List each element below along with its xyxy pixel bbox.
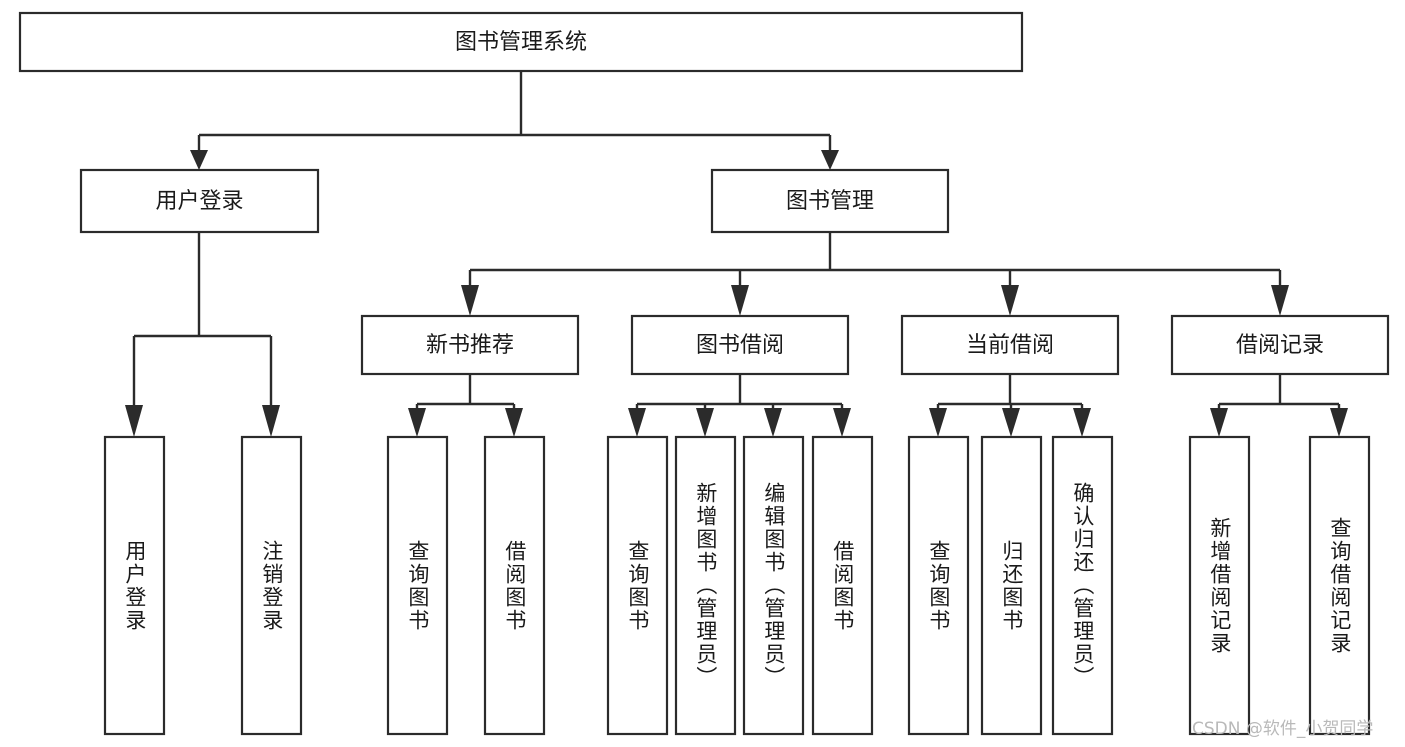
arrow-to-leaf-user-logout: [262, 405, 280, 437]
node-label-user-login: 用户登录: [155, 189, 243, 214]
node-box-leaf-query-book-3[interactable]: [907, 435, 970, 736]
node-label-current-borrow: 当前借阅: [966, 333, 1054, 358]
arrow-to-leaf-edit-book: [764, 408, 782, 437]
node-box-book-manage[interactable]: [710, 168, 950, 234]
arrow-to-current-borrow: [1001, 285, 1019, 316]
node-label-leaf-query-record: 查询借阅记录: [1327, 516, 1352, 655]
node-label-leaf-user-login: 用户登录: [122, 539, 147, 632]
node-box-borrow-record[interactable]: [1170, 314, 1390, 376]
node-box-leaf-user-login[interactable]: [103, 435, 166, 736]
node-box-leaf-query-record[interactable]: [1308, 435, 1371, 736]
node-boxes-layer: [18, 11, 1390, 736]
node-box-user-login[interactable]: [79, 168, 320, 234]
arrow-to-leaf-add-record: [1210, 408, 1228, 437]
node-label-book-borrow: 图书借阅: [696, 333, 784, 358]
node-label-leaf-borrow-book-2: 借阅图书: [830, 539, 855, 632]
node-box-leaf-return-book[interactable]: [980, 435, 1043, 736]
arrow-to-new-book-recommend: [461, 285, 479, 316]
arrow-to-leaf-query-book-2: [628, 408, 646, 437]
node-label-new-book-recommend: 新书推荐: [426, 333, 514, 358]
node-box-current-borrow[interactable]: [900, 314, 1120, 376]
arrow-to-book-borrow: [731, 285, 749, 316]
arrow-to-leaf-query-book-3: [929, 408, 947, 437]
node-label-borrow-record: 借阅记录: [1236, 333, 1324, 358]
node-label-leaf-borrow-book-1: 借阅图书: [502, 539, 527, 632]
node-box-root[interactable]: [18, 11, 1024, 73]
node-box-leaf-add-book[interactable]: [674, 435, 737, 736]
arrow-to-user-login: [190, 150, 208, 170]
csdn-watermark: CSDN @软件_小贺同学: [1192, 719, 1374, 739]
node-box-leaf-add-record[interactable]: [1188, 435, 1251, 736]
arrow-heads: [125, 150, 1348, 437]
node-box-leaf-edit-book[interactable]: [742, 435, 805, 736]
node-label-leaf-add-book: 新增图书（管理员）: [693, 482, 718, 689]
arrow-to-leaf-borrow-book-1: [505, 408, 523, 437]
node-label-leaf-confirm-return: 确认归还（管理员）: [1070, 482, 1095, 689]
node-box-new-book-recommend[interactable]: [360, 314, 580, 376]
arrow-to-leaf-query-book-1: [408, 408, 426, 437]
node-label-leaf-query-book-2: 查询图书: [625, 539, 650, 632]
node-box-leaf-borrow-book-2[interactable]: [811, 435, 874, 736]
node-box-leaf-query-book-2[interactable]: [606, 435, 669, 736]
arrow-to-leaf-confirm-return: [1073, 408, 1091, 437]
arrow-to-borrow-record: [1271, 285, 1289, 316]
node-box-leaf-user-logout[interactable]: [240, 435, 303, 736]
node-label-leaf-return-book: 归还图书: [999, 539, 1024, 632]
node-box-book-borrow[interactable]: [630, 314, 850, 376]
node-label-leaf-query-book-1: 查询图书: [405, 539, 430, 632]
node-box-leaf-query-book-1[interactable]: [386, 435, 449, 736]
node-label-leaf-edit-book: 编辑图书（管理员）: [761, 482, 786, 689]
node-label-leaf-add-record: 新增借阅记录: [1207, 516, 1232, 655]
node-label-book-manage: 图书管理: [786, 189, 874, 214]
arrow-to-leaf-user-login: [125, 405, 143, 437]
arrow-to-leaf-borrow-book-2: [833, 408, 851, 437]
node-box-leaf-confirm-return[interactable]: [1051, 435, 1114, 736]
arrow-to-leaf-add-book: [696, 408, 714, 437]
arrow-to-leaf-query-record: [1330, 408, 1348, 437]
node-box-leaf-borrow-book-1[interactable]: [483, 435, 546, 736]
arrow-to-book-manage: [821, 150, 839, 170]
node-label-root: 图书管理系统: [455, 30, 587, 55]
node-label-leaf-query-book-3: 查询图书: [926, 539, 951, 632]
node-label-leaf-user-logout: 注销登录: [259, 539, 284, 632]
arrow-to-leaf-return-book: [1002, 408, 1020, 437]
